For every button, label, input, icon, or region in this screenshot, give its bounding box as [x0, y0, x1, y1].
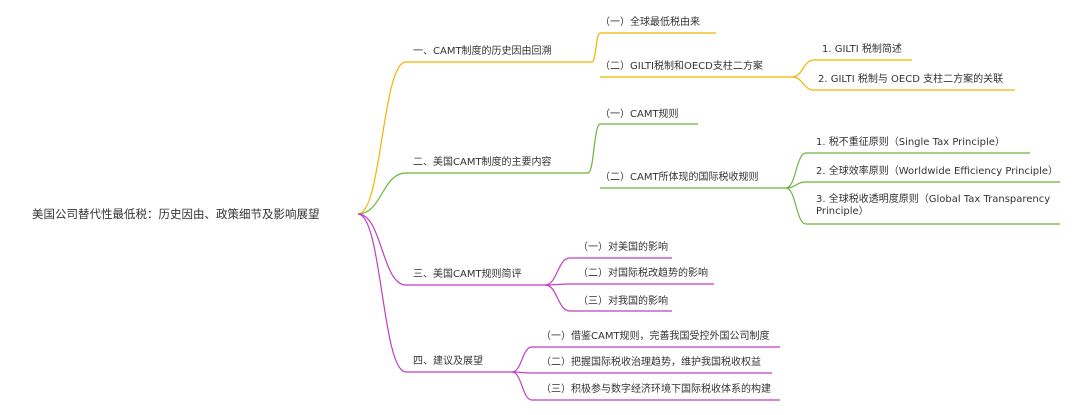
edge-branch-1-sub-2-leaf-1 — [791, 59, 815, 78]
branch-4-topic[interactable]: 四、建议及展望 — [413, 356, 483, 367]
branch-1-sub-1[interactable]: （一）全球最低税由来 — [600, 17, 700, 28]
branch-4-sub-1[interactable]: （一）借鉴CAMT规则，完善我国受控外国公司制度 — [541, 331, 770, 342]
branch-1-sub-2-leaf-1[interactable]: 1. GILTI 税制简述 — [822, 44, 902, 55]
edge-branch-3-sub-3 — [544, 284, 571, 312]
edge-branch-3-sub-1 — [544, 257, 571, 286]
branch-2-sub-1[interactable]: （一）CAMT规则 — [600, 109, 679, 120]
edge-root-branch-3 — [357, 213, 407, 286]
branch-2-sub-2-leaf-2[interactable]: 2. 全球效率原则（Worldwide Efficiency Principle… — [816, 166, 1058, 177]
branch-2-topic[interactable]: 二、美国CAMT制度的主要内容 — [413, 157, 552, 168]
edge-branch-1-sub-1 — [591, 32, 601, 63]
branch-4-sub-2[interactable]: （二）把握国际税收治理趋势，维护我国税收权益 — [541, 357, 761, 368]
edge-branch-2-sub-2-leaf-1 — [785, 152, 807, 189]
edge-root-branch-2 — [357, 172, 407, 215]
edge-root-branch-4 — [357, 213, 407, 373]
branch-2-sub-2-leaf-1[interactable]: 1. 税不重征原则（Single Tax Principle） — [816, 137, 1005, 148]
edge-branch-2-sub-1 — [587, 123, 601, 174]
branch-4-sub-3[interactable]: （三）积极参与数字经济环境下国际税收体系的构建 — [541, 384, 771, 395]
edge-branch-4-sub-1 — [511, 346, 533, 373]
branch-3-sub-3[interactable]: （三）对我国的影响 — [578, 296, 668, 307]
branch-3-sub-2[interactable]: （二）对国际税改趋势的影响 — [578, 268, 708, 279]
branch-2-sub-2-leaf-3[interactable]: 3. 全球税收透明度原则（Global Tax Transparency Pri… — [816, 194, 1051, 217]
edge-branch-4-sub-3 — [511, 371, 533, 401]
branch-1-sub-2[interactable]: （二）GILTI税制和OECD支柱二方案 — [600, 61, 763, 72]
edge-branch-1-sub-2-leaf-2 — [791, 76, 815, 91]
branch-3-topic[interactable]: 三、美国CAMT规则简评 — [413, 269, 522, 280]
branch-2-sub-2[interactable]: （二）CAMT所体现的国际税收规则 — [600, 172, 759, 183]
branch-3-sub-1[interactable]: （一）对美国的影响 — [578, 242, 668, 253]
edge-branch-2-sub-2-leaf-2 — [785, 181, 807, 189]
branch-1-sub-2-leaf-2[interactable]: 2. GILTI 税制与 OECD 支柱二方案的关联 — [818, 74, 1004, 85]
edge-root-branch-1 — [357, 61, 407, 215]
edge-branch-2-sub-2-leaf-3 — [785, 187, 807, 225]
root-topic[interactable]: 美国公司替代性最低税：历史因由、政策细节及影响展望 — [32, 207, 320, 221]
branch-1-topic[interactable]: 一、CAMT制度的历史因由回溯 — [413, 46, 552, 57]
